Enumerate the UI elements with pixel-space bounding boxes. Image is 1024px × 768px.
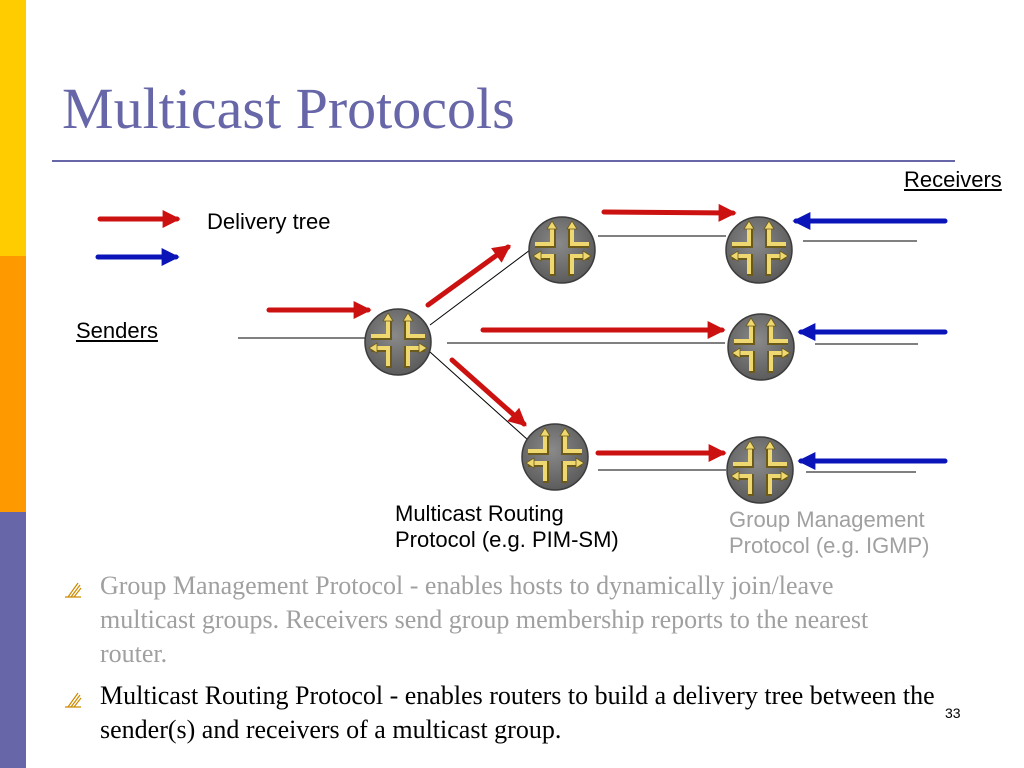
slide-title: Multicast Protocols	[62, 76, 515, 141]
multicast-routing-label-line2: Protocol (e.g. PIM-SM)	[395, 527, 619, 553]
slide-number: 33	[945, 705, 961, 721]
router-icon	[529, 217, 595, 283]
bullet-text: Multicast Routing Protocol - enables rou…	[100, 681, 935, 744]
multicast-routing-label-line1: Multicast Routing	[395, 501, 564, 526]
accent-bar-yellow	[0, 0, 26, 256]
receivers-label: Receivers	[904, 167, 1002, 192]
bullet-text: Group Management Protocol - enables host…	[100, 571, 869, 668]
router-icon	[728, 314, 794, 380]
delivery-arrow-r1-r3	[449, 357, 527, 427]
router-icon	[522, 424, 588, 490]
router-icon	[365, 309, 431, 375]
bullet-icon	[65, 692, 82, 708]
router-icon	[726, 217, 792, 283]
accent-bar-orange	[0, 256, 26, 512]
bullet-item: Multicast Routing Protocol - enables rou…	[62, 679, 962, 747]
link-r1-r3	[429, 351, 529, 441]
group-management-label-line1: Group Management	[729, 507, 925, 532]
accent-bar-purple	[0, 512, 26, 768]
multicast-routing-protocol-label: Multicast Routing Protocol (e.g. PIM-SM)	[395, 501, 619, 554]
delivery-arrow-r1-r2	[425, 244, 511, 308]
title-divider	[52, 160, 955, 162]
bullet-item: Group Management Protocol - enables host…	[62, 569, 922, 671]
router-icon	[727, 437, 793, 503]
group-management-protocol-label: Group Management Protocol (e.g. IGMP)	[729, 507, 930, 560]
group-management-label-line2: Protocol (e.g. IGMP)	[729, 533, 930, 559]
bullet-icon	[65, 582, 82, 598]
delivery-arrow-r2-r5	[601, 203, 737, 222]
senders-label: Senders	[76, 318, 158, 343]
link-r1-r2	[429, 249, 531, 326]
legend-delivery-tree-label: Delivery tree	[207, 209, 331, 234]
